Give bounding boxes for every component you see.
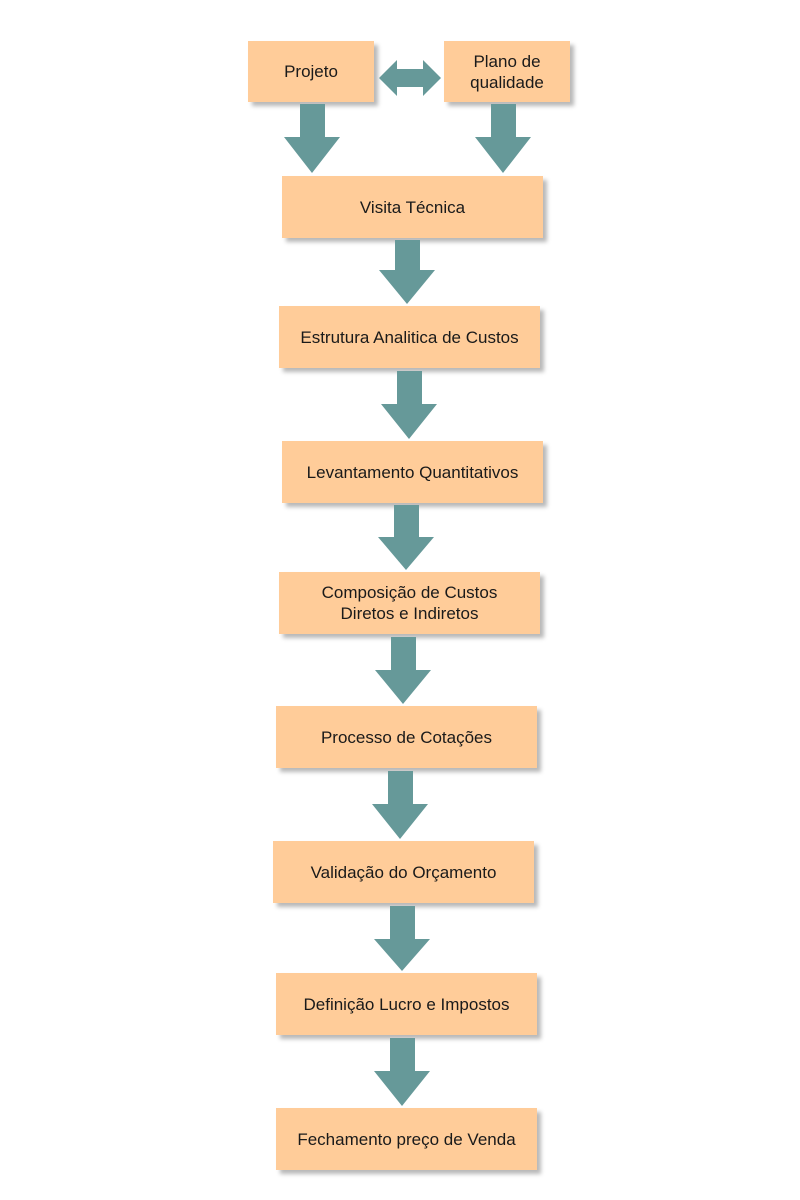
node-validacao-label: Validação do Orçamento: [310, 862, 497, 882]
node-estrutura-analitica: Estrutura Analitica de Custos: [279, 306, 540, 368]
node-validacao: Validação do Orçamento: [273, 841, 534, 903]
node-composicao: Composição de Custos Diretos e Indiretos: [279, 572, 540, 634]
node-levantamento-label: Levantamento Quantitativos: [306, 462, 519, 482]
arrow-visita-to-estrutura: [379, 240, 435, 304]
node-lucro-label: Definição Lucro e Impostos: [303, 994, 510, 1014]
arrow-lucro-to-fechamento: [374, 1038, 430, 1106]
node-visita-label: Visita Técnica: [359, 197, 466, 217]
node-composicao-label: Composição de Custos Diretos e Indiretos: [321, 583, 498, 623]
node-fechamento: Fechamento preço de Venda: [276, 1108, 537, 1170]
node-fechamento-label: Fechamento preço de Venda: [297, 1129, 516, 1149]
node-visita-tecnica: Visita Técnica: [282, 176, 543, 238]
node-projeto: Projeto: [248, 41, 374, 102]
arrow-cotacoes-to-validacao: [372, 771, 428, 839]
arrow-bidirectional-projeto-plano: [379, 60, 441, 96]
node-estrutura-label: Estrutura Analitica de Custos: [300, 327, 519, 347]
node-cotacoes-label: Processo de Cotações: [320, 727, 493, 747]
arrow-levantamento-to-composicao: [378, 505, 434, 570]
arrow-estrutura-to-levantamento: [381, 371, 437, 439]
node-cotacoes: Processo de Cotações: [276, 706, 537, 768]
node-plano-label: Plano de qualidade: [470, 51, 544, 92]
arrow-projeto-to-visita: [284, 104, 340, 173]
node-lucro-impostos: Definição Lucro e Impostos: [276, 973, 537, 1035]
node-levantamento: Levantamento Quantitativos: [282, 441, 543, 503]
arrow-composicao-to-cotacoes: [375, 637, 431, 704]
arrow-plano-to-visita: [475, 104, 531, 173]
node-plano-de-qualidade: Plano de qualidade: [444, 41, 570, 102]
node-projeto-label: Projeto: [284, 62, 338, 81]
arrow-validacao-to-lucro: [374, 906, 430, 971]
